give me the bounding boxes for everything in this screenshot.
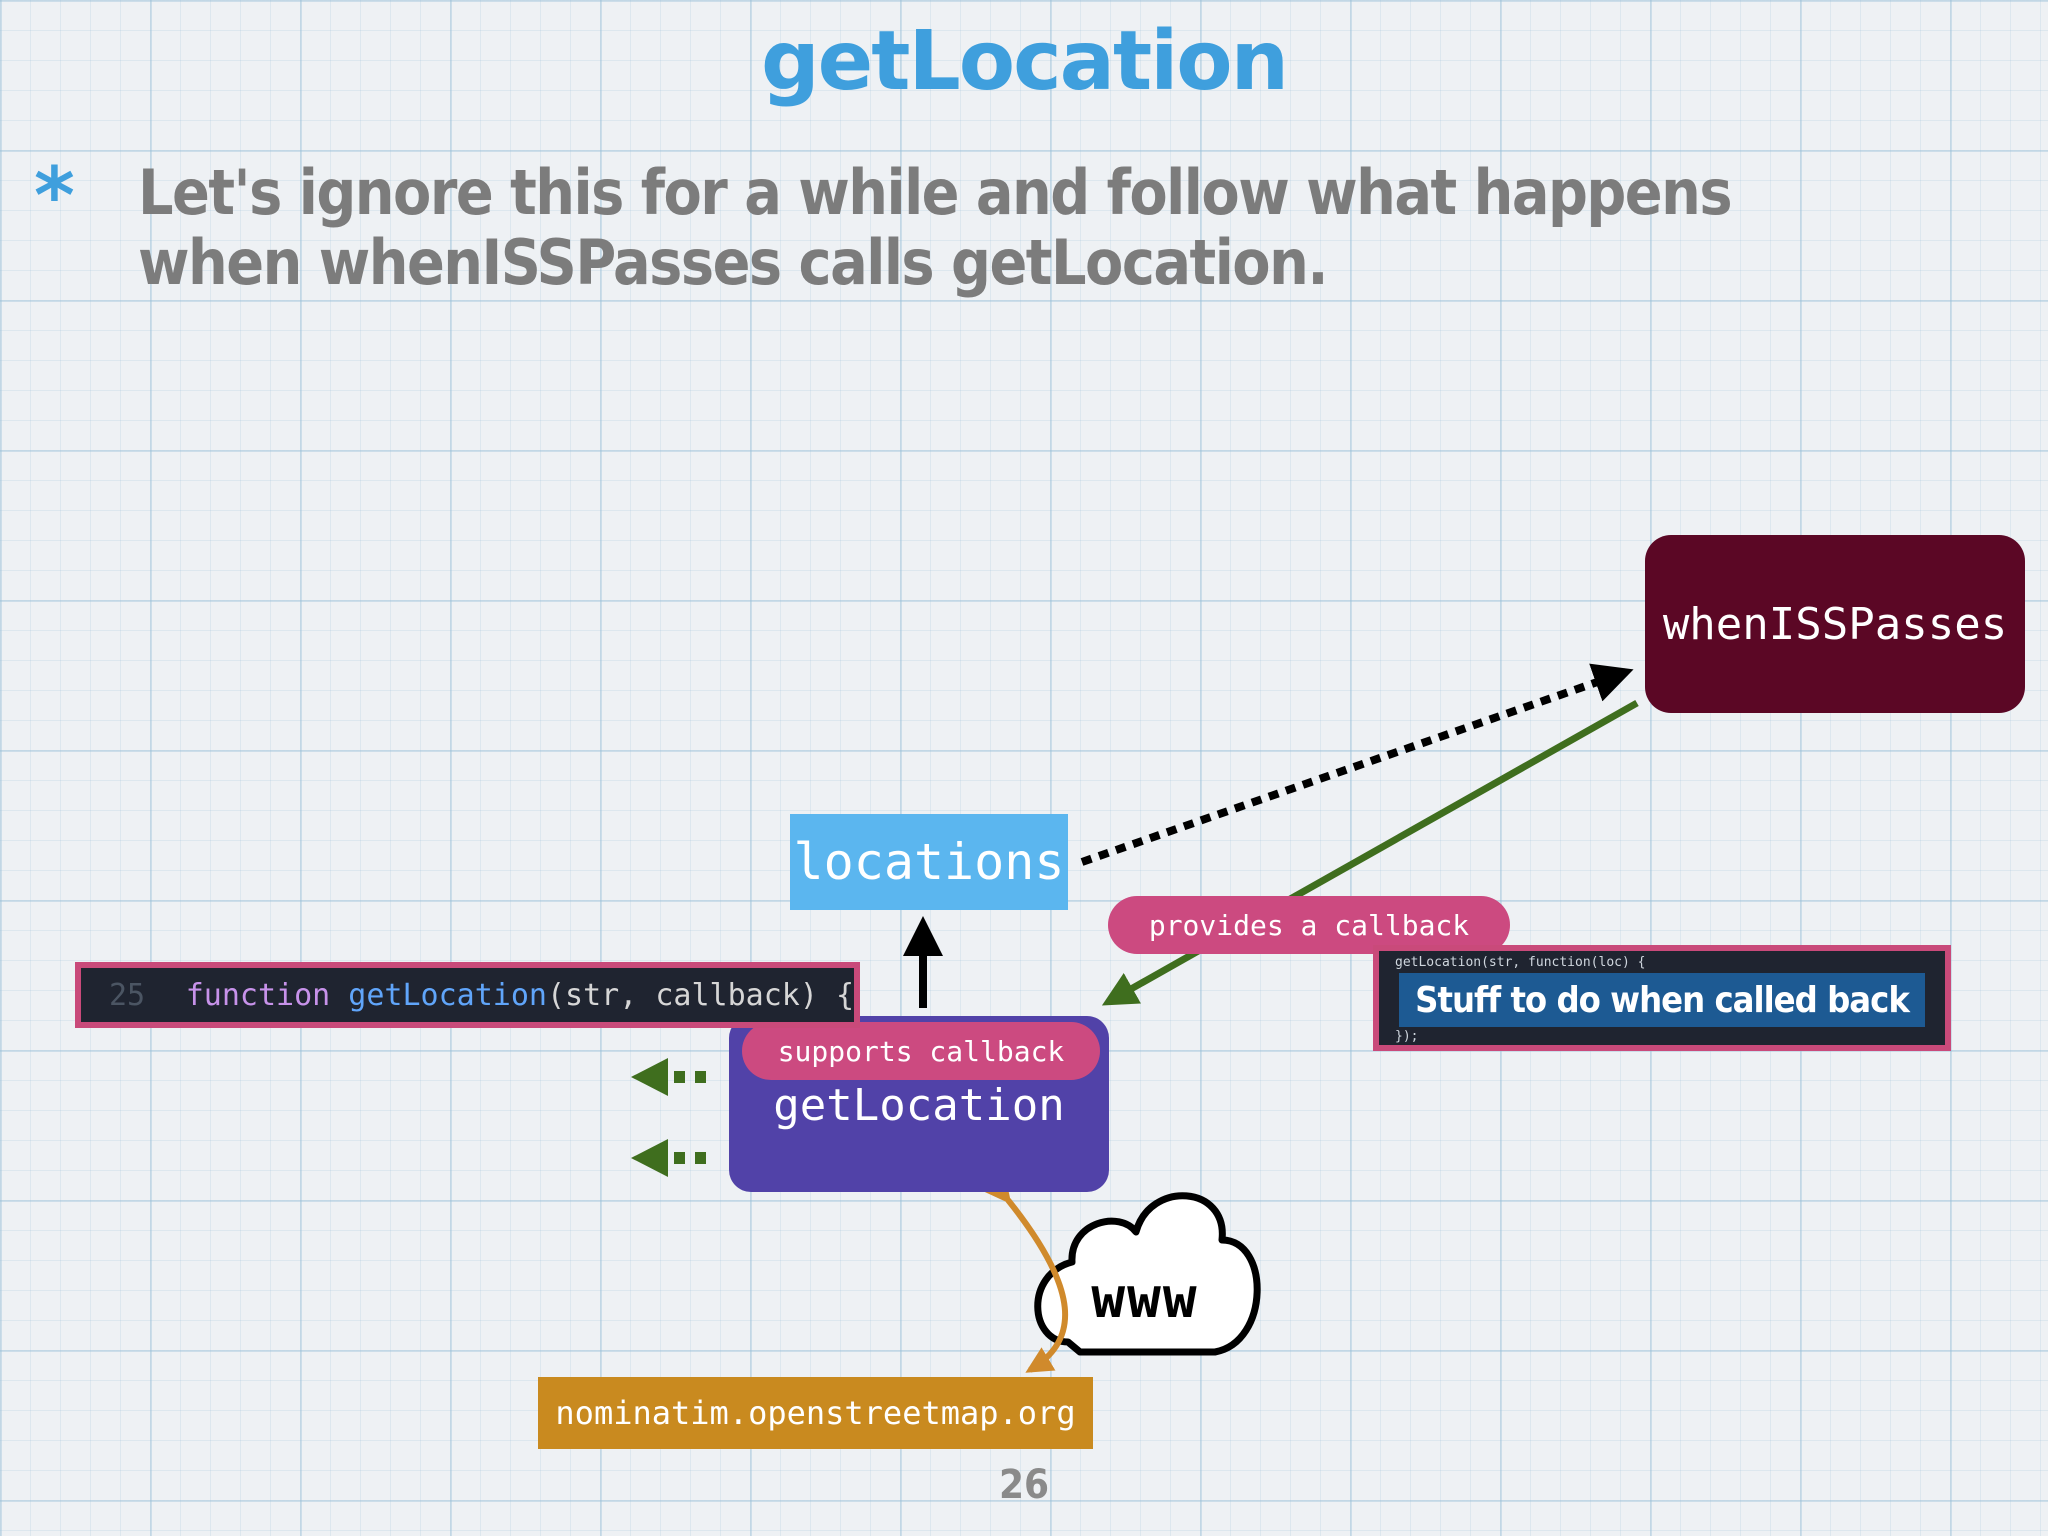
code-params: (str, callback) { (546, 977, 854, 1013)
code-function-name: getLocation (348, 977, 547, 1013)
supports-callback-pill: supports callback (742, 1022, 1100, 1080)
code-keyword: function (185, 977, 331, 1013)
nominatim-node: nominatim.openstreetmap.org (538, 1377, 1093, 1449)
locations-label: locations (793, 833, 1065, 891)
code-line-number: 25 (109, 977, 146, 1013)
nominatim-label: nominatim.openstreetmap.org (555, 1394, 1076, 1432)
www-label: www (1091, 1266, 1199, 1331)
green-left-arrow-1 (631, 1058, 706, 1096)
callback-code-top-line: getLocation(str, function(loc) { (1395, 955, 1646, 970)
callback-body-label: Stuff to do when called back (1415, 979, 1910, 1021)
page-number: 26 (998, 1462, 1050, 1508)
callback-code-bottom-line: }); (1395, 1029, 1419, 1044)
locations-node: locations (790, 814, 1068, 910)
get-location-label: getLocation (773, 1080, 1065, 1131)
dotted-arrow-locations-to-when (1080, 663, 1634, 866)
provides-callback-label: provides a callback (1148, 908, 1470, 942)
callback-code-snippet: getLocation(str, function(loc) { Stuff t… (1373, 945, 1951, 1051)
when-iss-passes-node: whenISSPasses (1645, 535, 2025, 713)
supports-callback-label: supports callback (777, 1034, 1065, 1068)
orange-double-arrow (983, 1174, 1069, 1373)
bullet-text: Let's ignore this for a while and follow… (138, 156, 1733, 299)
callback-body-highlight: Stuff to do when called back (1399, 973, 1925, 1027)
provides-callback-pill: provides a callback (1108, 896, 1510, 954)
function-code-snippet: 25 function getLocation (str, callback) … (75, 962, 860, 1028)
slide-title: getLocation (760, 14, 1289, 109)
green-left-arrow-2 (631, 1139, 706, 1177)
bullet-asterisk-icon: * (34, 152, 75, 242)
when-iss-passes-label: whenISSPasses (1662, 598, 2008, 650)
